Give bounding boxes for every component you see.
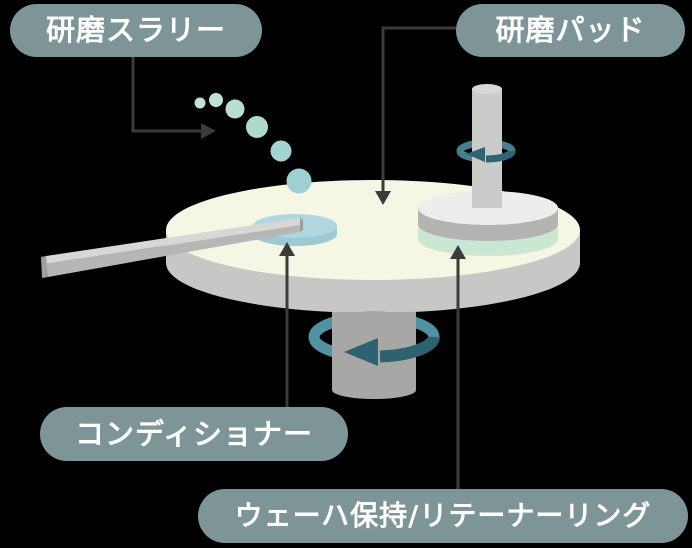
pointer-arrowheads bbox=[201, 123, 466, 259]
carrier-rotation-arrow-icon bbox=[466, 147, 516, 163]
slurry-label: 研磨スラリー bbox=[10, 4, 262, 57]
slurry-droplet bbox=[270, 140, 292, 162]
carrier-shaft-top bbox=[472, 84, 502, 94]
carrier-rotation-arrowhead bbox=[466, 147, 485, 162]
slurry-droplet bbox=[246, 116, 268, 138]
slurry-droplet bbox=[225, 99, 245, 119]
platen-rotation-arrowhead bbox=[344, 338, 378, 366]
slurry-droplet bbox=[194, 97, 206, 109]
slurry-droplets bbox=[194, 93, 312, 194]
conditioner-arm-tip bbox=[300, 218, 303, 232]
conditioner-arm-end-cap bbox=[41, 256, 48, 278]
slurry-pointer-line bbox=[131, 57, 201, 133]
platen-rotation-ring-front bbox=[379, 335, 440, 363]
wafer-retainer-label: ウェーハ保持/リテーナーリング bbox=[198, 489, 688, 543]
conditioner-arm bbox=[41, 218, 303, 278]
slurry-droplet bbox=[209, 93, 223, 107]
carrier-shaft-body bbox=[472, 89, 502, 208]
pad-label: 研磨パッド bbox=[456, 4, 685, 57]
conditioner-arm-top bbox=[46, 218, 300, 264]
platen-rotation-arrow-icon bbox=[344, 335, 440, 366]
pad-arrowhead-icon bbox=[375, 191, 391, 205]
pad-pointer-line bbox=[381, 26, 456, 191]
wafer-arrowhead-icon bbox=[450, 245, 466, 259]
carrier-shaft bbox=[472, 84, 502, 208]
slurry-arrowhead-icon bbox=[201, 123, 216, 139]
pointers bbox=[131, 26, 460, 489]
carrier-rotation-ring-front bbox=[485, 150, 516, 163]
slurry-droplet bbox=[286, 168, 312, 194]
conditioner-arrowhead-icon bbox=[279, 242, 295, 256]
conditioner-label: コンディショナー bbox=[40, 407, 348, 461]
conditioner-arm-front bbox=[46, 225, 300, 277]
